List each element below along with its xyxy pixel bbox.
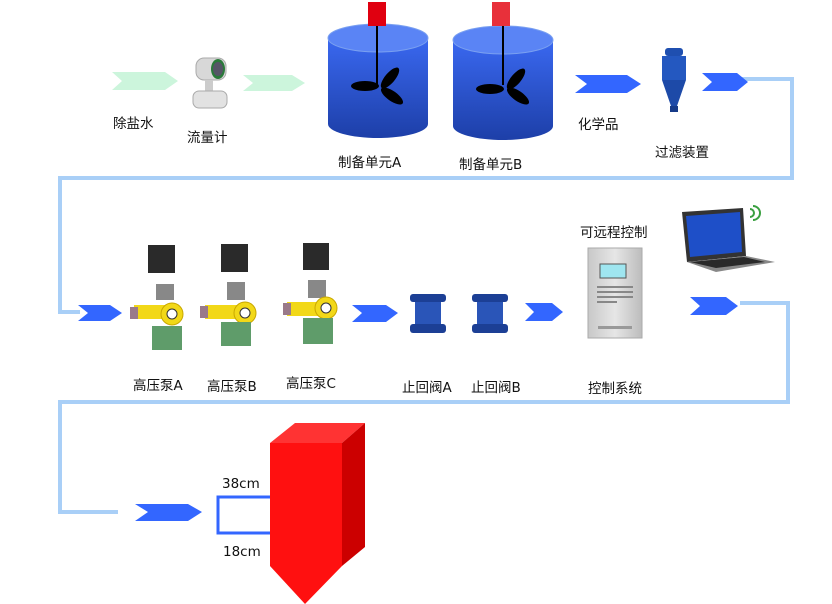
label-dimension-top: 38cm: [222, 476, 260, 492]
pump-b-icon: [200, 244, 257, 346]
pipe-line-1: [58, 77, 794, 314]
control-cabinet-icon: [587, 247, 643, 339]
flow-arrow-icon: [78, 72, 748, 521]
pump-a-icon: [130, 245, 184, 350]
label-dimension-bottom: 18cm: [223, 544, 261, 560]
label-valve-b: 止回阀B: [471, 380, 521, 396]
check-valve-a-icon: [410, 294, 446, 333]
flowmeter-icon: [192, 57, 228, 109]
pipe-line-2: [58, 301, 790, 514]
label-demineralized-water: 除盐水: [113, 116, 154, 132]
dimension-bracket: [216, 495, 270, 535]
laptop-icon: [682, 208, 775, 272]
label-pump-a: 高压泵A: [133, 378, 183, 394]
label-control-system: 控制系统: [588, 381, 642, 397]
label-chemicals: 化学品: [578, 117, 619, 133]
label-unit-b: 制备单元B: [459, 157, 523, 173]
label-unit-a: 制备单元A: [338, 155, 402, 171]
label-pump-b: 高压泵B: [207, 379, 257, 395]
wireless-signal-icon: [749, 205, 761, 221]
check-valve-b-icon: [472, 294, 508, 333]
red-column-icon: [270, 423, 365, 604]
pump-c-icon: [283, 243, 338, 344]
mixing-tank-b-icon: [452, 2, 554, 140]
label-remote-control: 可远程控制: [580, 225, 648, 241]
label-pump-c: 高压泵C: [286, 376, 336, 392]
label-flowmeter: 流量计: [187, 130, 228, 146]
label-valve-a: 止回阀A: [402, 380, 452, 396]
filter-icon: [662, 48, 686, 112]
label-filter: 过滤装置: [655, 145, 709, 161]
mixing-tank-a-icon: [327, 2, 429, 138]
